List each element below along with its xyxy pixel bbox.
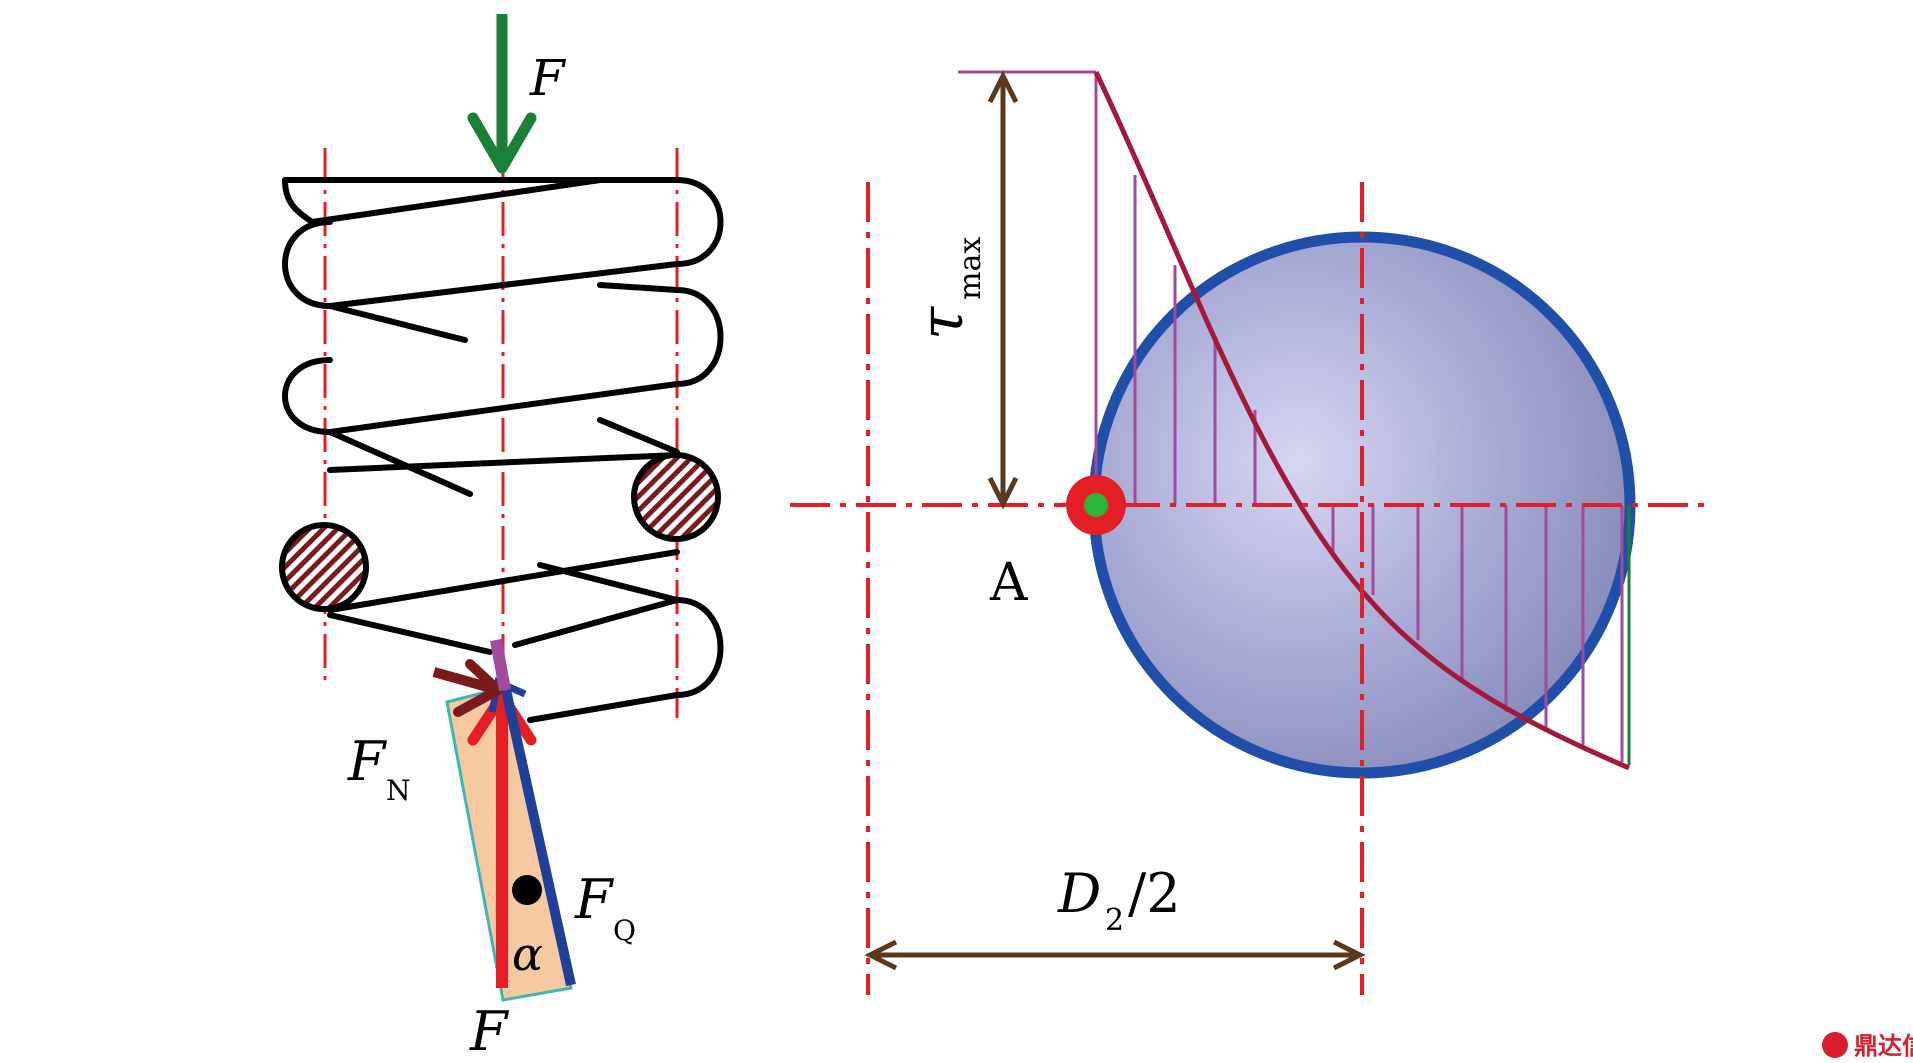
coil-3-back bbox=[327, 429, 473, 497]
shear-force-line bbox=[501, 688, 576, 987]
stress-figure: τ max A D 2 /2 bbox=[790, 70, 1705, 995]
point-a-dot bbox=[1084, 493, 1108, 517]
shear-force-label: F bbox=[574, 868, 615, 931]
coil-bottom-back bbox=[512, 597, 680, 648]
spring-coil bbox=[282, 177, 724, 723]
spring-figure: F F N F Q α F bbox=[279, 14, 724, 1063]
d2-subscript: 2 bbox=[1105, 903, 1124, 938]
resultant-force-head bbox=[467, 690, 537, 746]
coil-2-left-bend bbox=[282, 357, 333, 435]
normal-force-line bbox=[432, 667, 500, 695]
d2-suffix: /2 bbox=[1128, 862, 1181, 925]
coil-2-back-top bbox=[597, 417, 680, 455]
watermark: 鼎达信 bbox=[1822, 1032, 1913, 1060]
coil-1-left-bend bbox=[282, 219, 333, 309]
coil-4-front bbox=[327, 549, 680, 613]
wire-section-left bbox=[279, 522, 369, 612]
top-force-label: F bbox=[529, 49, 567, 107]
d2-label: D bbox=[1057, 862, 1101, 925]
tau-symbol: τ bbox=[907, 306, 977, 340]
normal-force-label: F bbox=[347, 730, 388, 793]
angle-label: α bbox=[512, 927, 543, 981]
coil-1-front bbox=[327, 177, 724, 309]
shear-stress-curve bbox=[1093, 70, 1630, 771]
watermark-logo-icon bbox=[1822, 1032, 1848, 1058]
normal-force-head bbox=[453, 659, 503, 717]
coil-1-back-top bbox=[597, 282, 680, 293]
coil-bottom-front bbox=[527, 597, 724, 723]
shear-force-subscript: Q bbox=[613, 914, 636, 947]
tau-max-dimension bbox=[987, 70, 1019, 510]
wire-section-right bbox=[631, 452, 721, 542]
coil-4-back bbox=[327, 612, 493, 655]
watermark-text: 鼎达信 bbox=[1854, 1032, 1913, 1060]
coil-2-back bbox=[327, 303, 468, 343]
point-a-label: A bbox=[989, 553, 1029, 613]
stress-hatching bbox=[958, 70, 1624, 762]
top-force-arrow bbox=[467, 14, 537, 174]
force-triangle bbox=[432, 638, 576, 1002]
section-centerlines bbox=[790, 182, 1705, 995]
d2-dimension bbox=[864, 939, 1366, 971]
contact-segment bbox=[490, 638, 511, 692]
triangle-fill bbox=[445, 686, 573, 1002]
tau-subscript: max bbox=[953, 237, 988, 300]
coil-top-back bbox=[282, 177, 603, 225]
coil-4-back-top bbox=[537, 562, 680, 603]
contact-point-dot bbox=[512, 875, 542, 905]
bottom-force-label: F bbox=[469, 1000, 510, 1063]
coil-3-front bbox=[327, 452, 680, 473]
coil-2-front bbox=[327, 287, 724, 435]
normal-force-subscript: N bbox=[386, 774, 411, 807]
tau-max-label: τ max bbox=[907, 237, 988, 340]
